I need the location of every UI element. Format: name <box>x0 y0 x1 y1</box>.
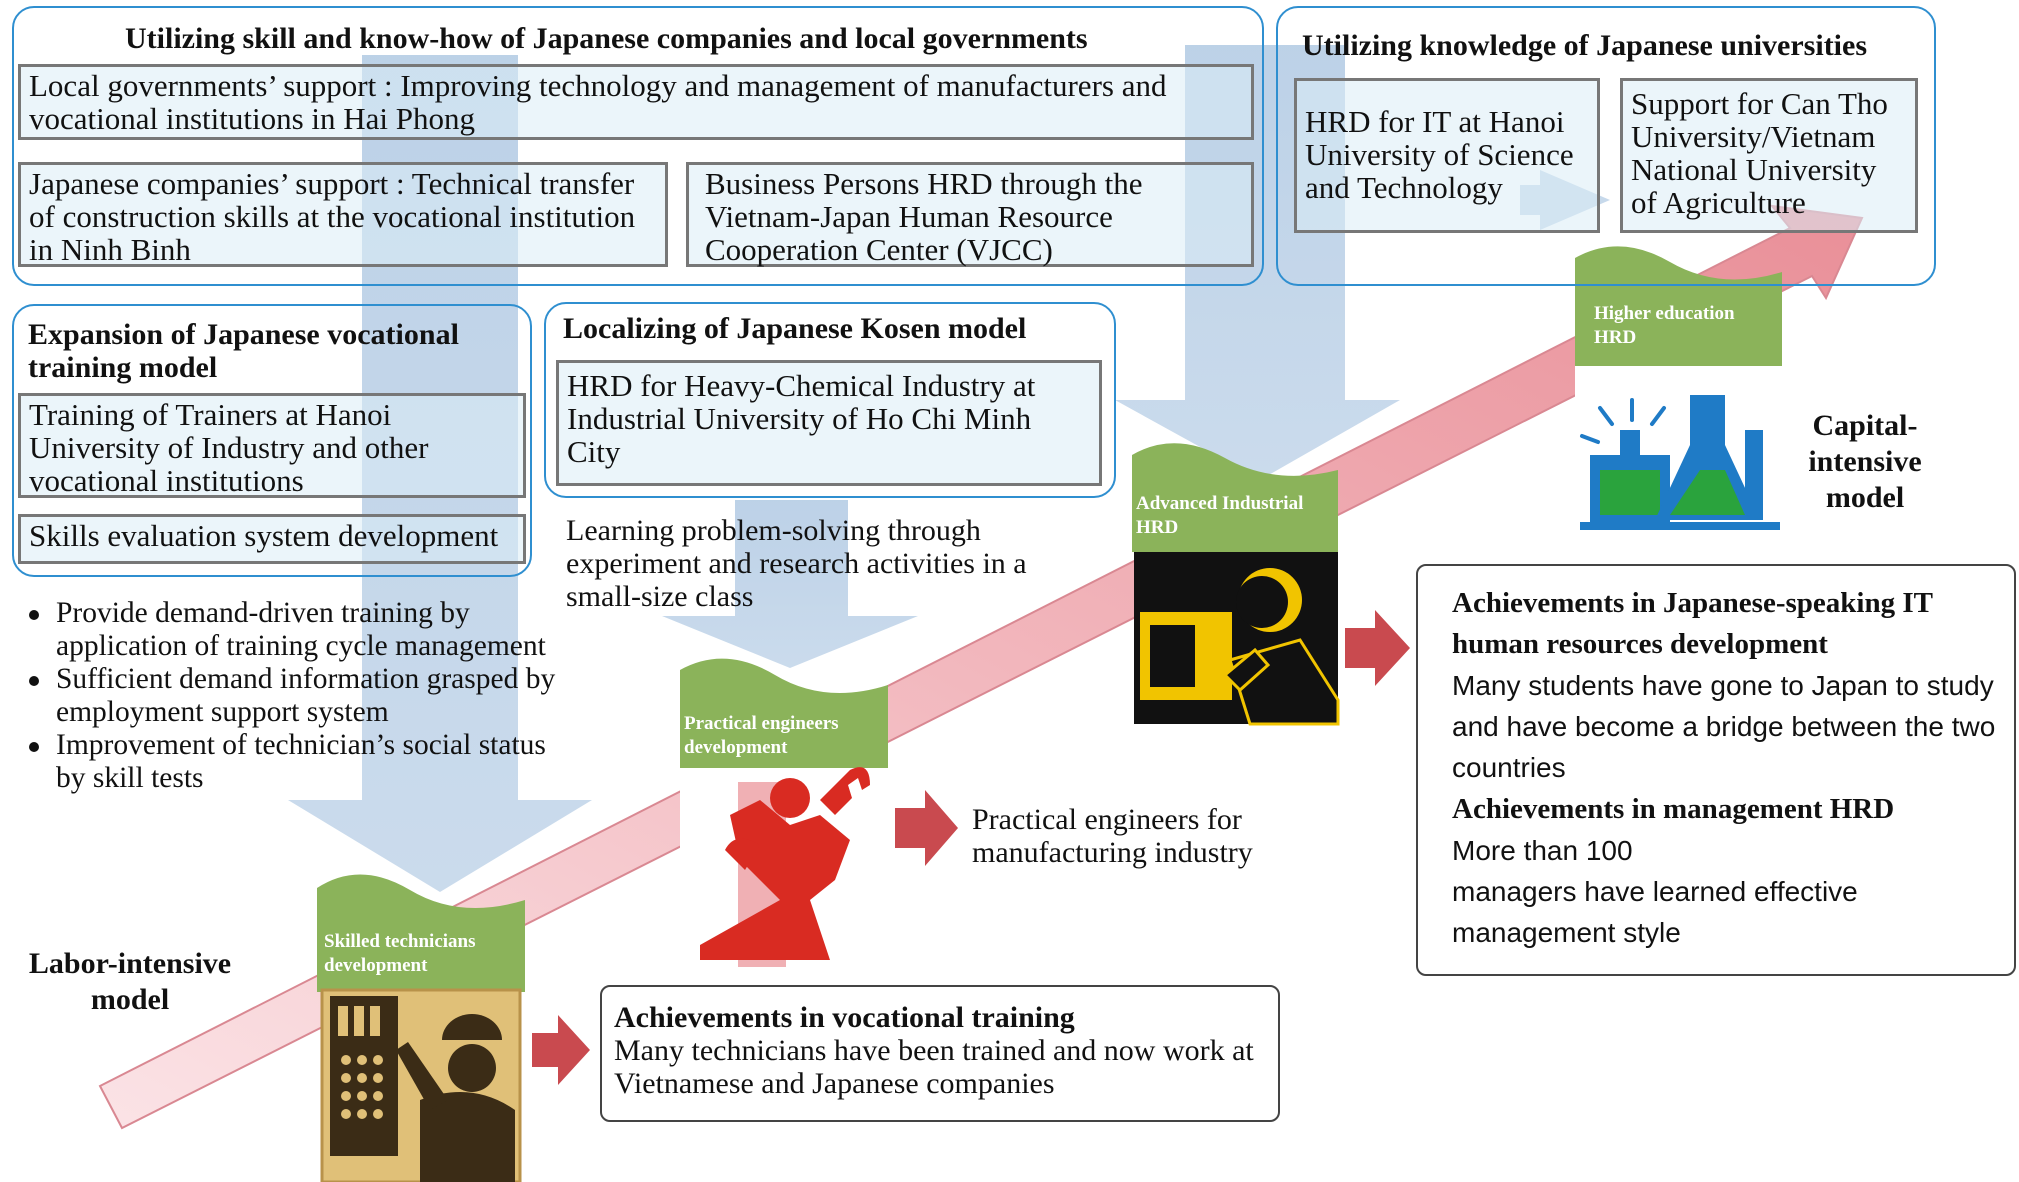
vjcc-box: Business Persons HRD through the Vietnam… <box>686 162 1254 267</box>
group-kosen-title: Localizing of Japanese Kosen model <box>563 312 1027 345</box>
achievements-vocational-title: Achievements in vocational training <box>614 1001 1075 1034</box>
group-universities <box>1276 6 1936 286</box>
group-universities-title: Utilizing knowledge of Japanese universi… <box>1302 29 1868 62</box>
vocational-bullet-list: Provide demand-driven training by applic… <box>24 597 556 795</box>
training-of-trainers-box: Training of Trainers at Hanoi University… <box>18 393 526 498</box>
stage-label-skilled-technicians: Skilled technicians development <box>324 931 476 976</box>
kosen-note: Learning problem-solving through experim… <box>566 514 1027 613</box>
stage-banner-1 <box>317 874 525 992</box>
stage-banner-4 <box>1575 246 1782 366</box>
achievements-it-text: Many students have gone to Japan to stud… <box>1452 670 1996 783</box>
red-arrow-1 <box>532 1015 590 1085</box>
local-governments-support-box: Local governments’ support : Improving t… <box>18 64 1254 140</box>
capital-intensive-label: Capital-intensive model <box>1808 409 1922 514</box>
stage-banner-2 <box>680 658 888 768</box>
flow-arrow-kosen <box>662 500 918 668</box>
japanese-companies-support-box: Japanese companies’ support : Technical … <box>18 162 668 267</box>
red-arrow-3 <box>1345 610 1410 686</box>
group-vocational-training <box>12 304 532 577</box>
hanoi-it-box: HRD for IT at Hanoi University of Scienc… <box>1294 78 1600 233</box>
group-japanese-companies <box>12 6 1264 286</box>
achievements-management-text-b: managers have learned effective manageme… <box>1452 876 1858 948</box>
achievements-vocational-box <box>600 985 1280 1122</box>
achievements-management-title: Achievements in management HRD <box>1452 793 1895 825</box>
stage-label-advanced-industrial: Advanced Industrial HRD <box>1136 493 1304 538</box>
stage-label-practical-engineers: Practical engineers development <box>684 713 839 758</box>
skills-evaluation-box: Skills evaluation system development <box>18 514 526 564</box>
achievements-it-title: Achievements in Japanese-speaking IT hum… <box>1452 587 1933 660</box>
list-item: Improvement of technician’s social statu… <box>29 729 556 795</box>
achievements-management-text-a: More than 100 <box>1452 835 1633 866</box>
achievements-vocational-text: Many technicians have been trained and n… <box>614 1034 1254 1100</box>
group-kosen <box>544 302 1116 498</box>
list-item: Sufficient demand information grasped by… <box>29 663 556 728</box>
practical-engineers-note: Practical engineers for manufacturing in… <box>972 803 1253 869</box>
can-tho-box: Support for Can Tho University/Vietnam N… <box>1620 78 1918 233</box>
labor-intensive-label: Labor-intensive model <box>28 947 232 1016</box>
technician-at-control-panel-icon <box>320 988 522 1182</box>
list-item: Provide demand-driven training by applic… <box>29 597 556 663</box>
heavy-chemical-box: HRD for Heavy-Chemical Industry at Indus… <box>556 360 1102 486</box>
stage-banner-3 <box>1132 443 1338 552</box>
stage-label-higher-education: Higher education HRD <box>1594 303 1735 348</box>
laboratory-flasks-icon <box>1575 366 1782 536</box>
engineer-with-headset-icon <box>1134 552 1340 726</box>
engineer-with-wrench-icon <box>680 767 888 967</box>
red-arrow-2 <box>895 790 958 866</box>
group-vocational-training-title: Expansion of Japanese vocational trainin… <box>28 318 459 384</box>
group-japanese-companies-title: Utilizing skill and know-how of Japanese… <box>125 22 1088 55</box>
achievements-it-box <box>1416 564 2016 976</box>
